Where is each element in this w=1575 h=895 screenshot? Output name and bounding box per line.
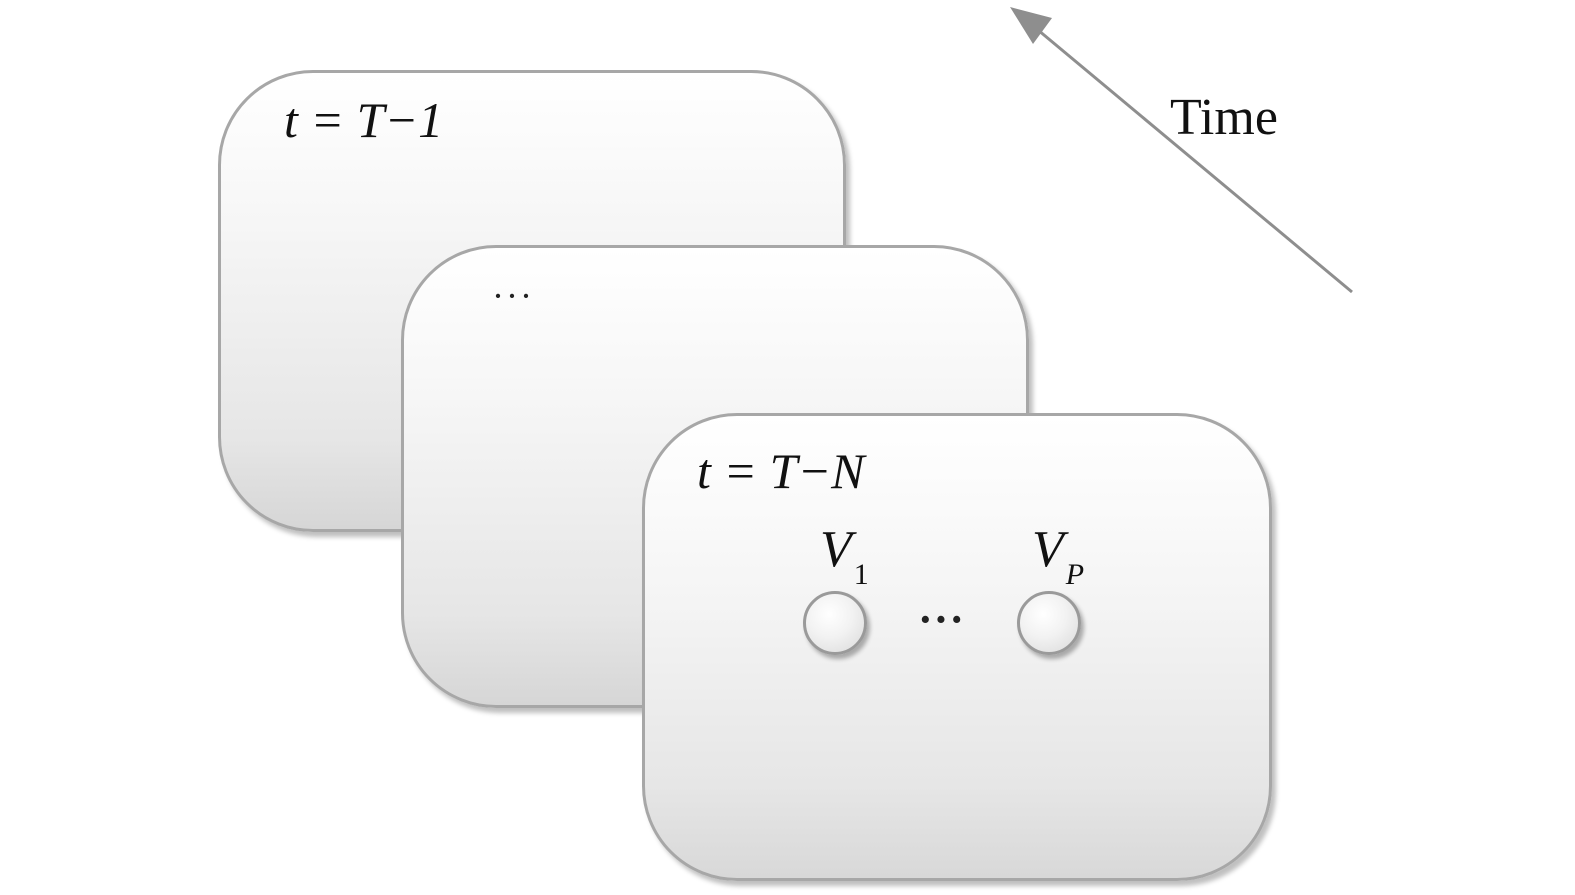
time-label: Time bbox=[1170, 89, 1278, 146]
nodes-ellipsis: ··· bbox=[918, 595, 966, 644]
time-arrow-shaft bbox=[1037, 28, 1353, 294]
panel-t-minus-n bbox=[642, 413, 1272, 881]
variable-label-vp: VP bbox=[1032, 521, 1084, 590]
node-v1 bbox=[803, 591, 867, 655]
panel-back-label: t = T−1 bbox=[284, 92, 444, 148]
time-arrow-head bbox=[1010, 7, 1052, 44]
variable-subscript: P bbox=[1065, 558, 1085, 591]
variable-label-v1: V1 bbox=[820, 521, 869, 590]
variable-subscript: 1 bbox=[853, 558, 869, 591]
variable-letter: V bbox=[1032, 521, 1064, 578]
node-vp bbox=[1017, 591, 1081, 655]
panel-front-label: t = T−N bbox=[697, 443, 865, 499]
panel-mid-ellipsis: ··· bbox=[492, 276, 534, 316]
variable-letter: V bbox=[820, 521, 852, 578]
